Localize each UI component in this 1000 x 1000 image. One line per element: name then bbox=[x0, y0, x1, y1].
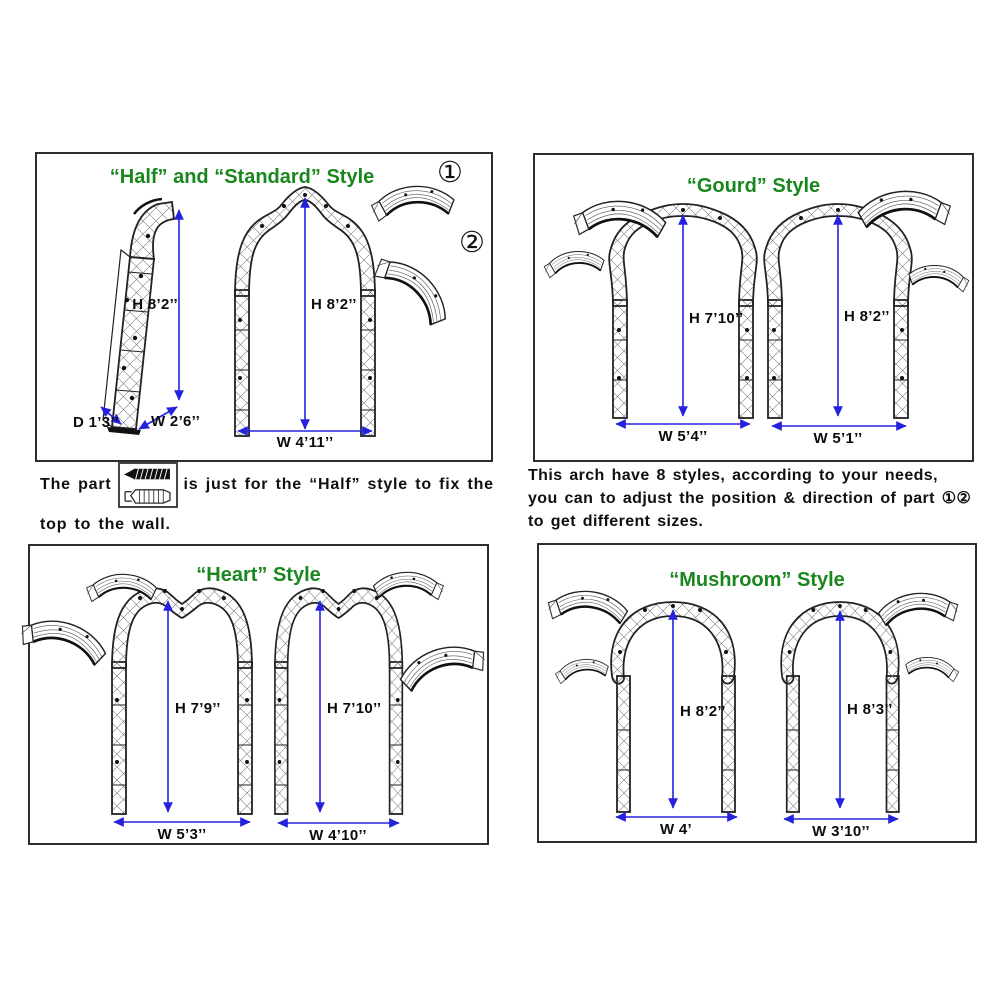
panel-heart-style: “Heart” Style bbox=[28, 544, 489, 845]
panel-title-heart: “Heart” Style bbox=[196, 564, 321, 586]
styles-note-line-1: This arch have 8 styles, according to yo… bbox=[528, 467, 938, 484]
standard-height-label: H 8’2’’ bbox=[311, 296, 357, 313]
note-text-before-icon: The part bbox=[40, 476, 112, 493]
gourd-right-height-label: H 8’2’’ bbox=[844, 308, 890, 325]
panel-mushroom-style: “Mushroom” Style bbox=[537, 543, 977, 843]
heart-right-width-label: W 4’10’’ bbox=[309, 827, 367, 844]
styles-note-line-2: you can to adjust the position & directi… bbox=[528, 490, 972, 507]
styles-note: This arch have 8 styles, according to yo… bbox=[528, 464, 993, 533]
mushroom-right-width-label: W 3’10’’ bbox=[812, 823, 870, 840]
mushroom-left-width-label: W 4’ bbox=[659, 821, 693, 838]
gourd-left-height-label: H 7’10’’ bbox=[689, 310, 744, 327]
gourd-left-width-label: W 5’4’’ bbox=[658, 428, 708, 445]
panel-title-mushroom: “Mushroom” Style bbox=[669, 569, 845, 591]
panel-gourd-style: “Gourd” Style bbox=[533, 153, 974, 462]
standard-width-label: W 4’11’’ bbox=[276, 434, 334, 451]
panel-title-half-standard: “Half” and “Standard” Style bbox=[109, 166, 375, 188]
mushroom-left-height-label: H 8’2’’ bbox=[680, 703, 726, 720]
gourd-right-width-label: W 5’1’’ bbox=[813, 430, 863, 447]
panel-title-gourd: “Gourd” Style bbox=[686, 175, 821, 197]
mushroom-right-height-label: H 8’3’’ bbox=[847, 701, 893, 718]
half-style-note: The part is just for the “Half” style to… bbox=[40, 462, 500, 534]
note-line-2: top to the wall. bbox=[40, 516, 171, 533]
part-2-badge: ② bbox=[459, 225, 485, 259]
screw-and-anchor-icon bbox=[117, 462, 178, 508]
note-text-after-icon: is just for the “Half” style to fix the bbox=[183, 476, 494, 493]
half-width-label: W 2’6’’ bbox=[151, 413, 201, 430]
heart-left-width-label: W 5’3’’ bbox=[157, 826, 207, 843]
heart-left-height-label: H 7’9’’ bbox=[175, 700, 221, 717]
half-depth-label: D 1’3’’ bbox=[73, 414, 119, 431]
part-1-badge: ① bbox=[437, 155, 463, 189]
heart-right-height-label: H 7’10’’ bbox=[327, 700, 382, 717]
half-height-label: H 8’2’’ bbox=[132, 296, 178, 313]
styles-note-line-3: to get different sizes. bbox=[528, 513, 704, 530]
